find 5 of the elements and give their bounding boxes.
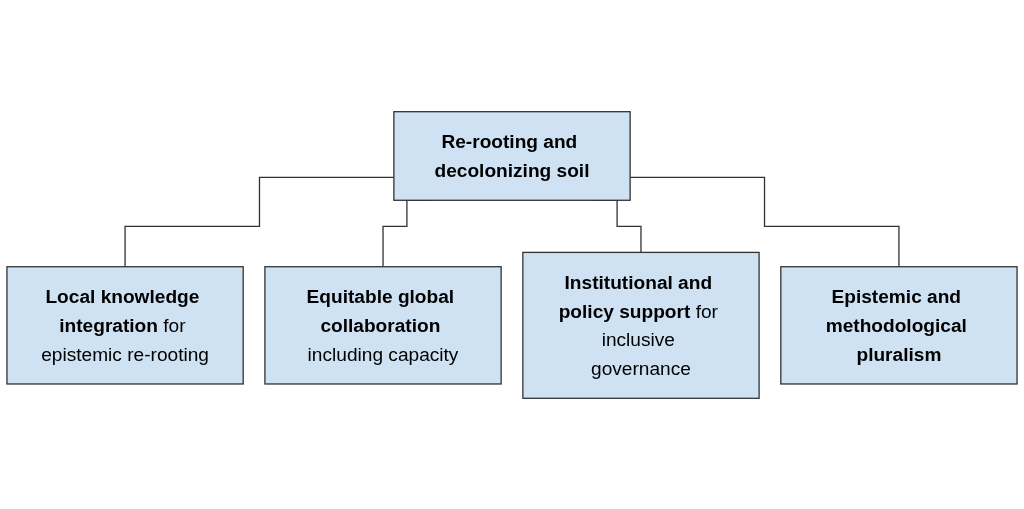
node-box: Epistemic and methodological pluralism	[780, 265, 1018, 385]
node-box: Re-rooting and decolonizing soil	[393, 110, 631, 201]
node-box: Equitable global collaboration including capacity	[264, 265, 502, 385]
node-box: Institutional and policy support for inclusive governance	[522, 251, 760, 399]
node-box: Local knowledge integration for epistemic re-rooting	[6, 265, 244, 385]
